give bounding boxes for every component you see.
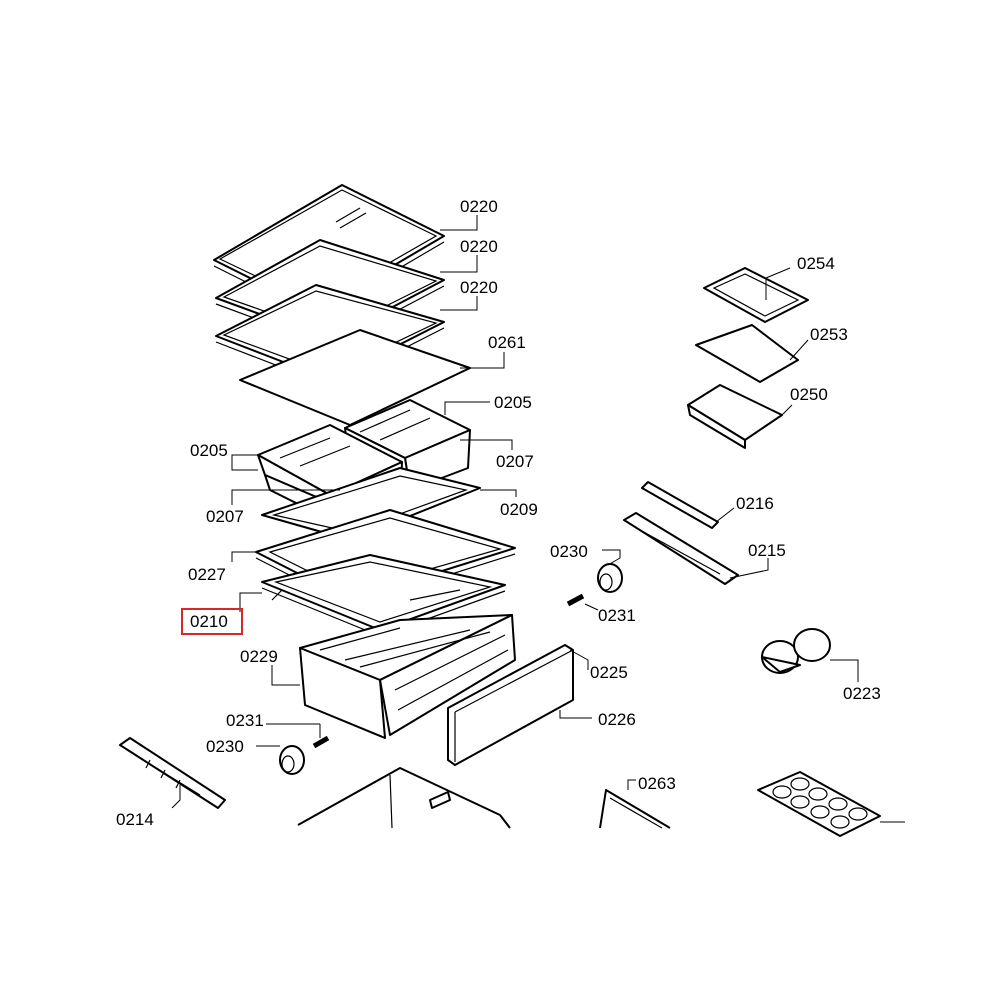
callout-0229[interactable]: 0229 xyxy=(240,647,278,666)
callout-0226[interactable]: 0226 xyxy=(598,710,636,729)
callout-0220-top[interactable]: 0220 xyxy=(460,197,498,216)
crisper-cover-0210[interactable] xyxy=(261,554,506,637)
tray-0254[interactable] xyxy=(703,267,809,323)
callout-0214[interactable]: 0214 xyxy=(116,810,154,829)
callout-0216[interactable]: 0216 xyxy=(736,494,774,513)
leader-lines xyxy=(171,215,905,823)
callout-0250[interactable]: 0250 xyxy=(790,385,828,404)
lower-bin[interactable] xyxy=(297,767,511,829)
callout-0230-left[interactable]: 0230 xyxy=(206,737,244,756)
callout-0230-right[interactable]: 0230 xyxy=(550,542,588,561)
box-0250[interactable] xyxy=(687,384,783,449)
frame-0263[interactable] xyxy=(599,789,671,829)
callout-0223[interactable]: 0223 xyxy=(843,684,881,703)
callout-0205-left[interactable]: 0205 xyxy=(190,441,228,460)
callout-labels: 0220 0220 0220 0261 0205 0205 0207 0207 … xyxy=(116,197,881,829)
roller-0230-right[interactable] xyxy=(597,563,623,593)
callout-0227[interactable]: 0227 xyxy=(188,565,226,584)
callout-0225[interactable]: 0225 xyxy=(590,663,628,682)
strip-0216[interactable] xyxy=(641,481,719,529)
callout-0254[interactable]: 0254 xyxy=(797,254,835,273)
drawer-front-0226[interactable] xyxy=(447,644,574,766)
callout-0207-right[interactable]: 0207 xyxy=(496,452,534,471)
callout-0263[interactable]: 0263 xyxy=(638,774,676,793)
rail-0214[interactable] xyxy=(119,737,226,809)
callout-0220-bottom[interactable]: 0220 xyxy=(460,278,498,297)
axle-0231-right[interactable] xyxy=(566,593,585,607)
callout-0207-left[interactable]: 0207 xyxy=(206,507,244,526)
roller-0230-left[interactable] xyxy=(279,745,305,775)
callout-0231-right[interactable]: 0231 xyxy=(598,606,636,625)
egg-tray[interactable] xyxy=(757,771,881,837)
callout-0220-middle[interactable]: 0220 xyxy=(460,237,498,256)
callout-0215[interactable]: 0215 xyxy=(748,541,786,560)
film-0253[interactable] xyxy=(695,324,799,383)
callout-0231-left[interactable]: 0231 xyxy=(226,711,264,730)
axle-0231-left[interactable] xyxy=(312,735,330,749)
highlight-box-0210 xyxy=(181,608,243,635)
callout-0209[interactable]: 0209 xyxy=(500,500,538,519)
crisper-bin-0229[interactable] xyxy=(299,614,516,739)
cap-pair-0223[interactable] xyxy=(761,628,831,674)
callout-0253[interactable]: 0253 xyxy=(810,325,848,344)
callout-0261[interactable]: 0261 xyxy=(488,333,526,352)
callout-0205-right[interactable]: 0205 xyxy=(494,393,532,412)
holder-0215[interactable] xyxy=(623,512,739,585)
callout-0210[interactable]: 0210 xyxy=(190,612,228,631)
